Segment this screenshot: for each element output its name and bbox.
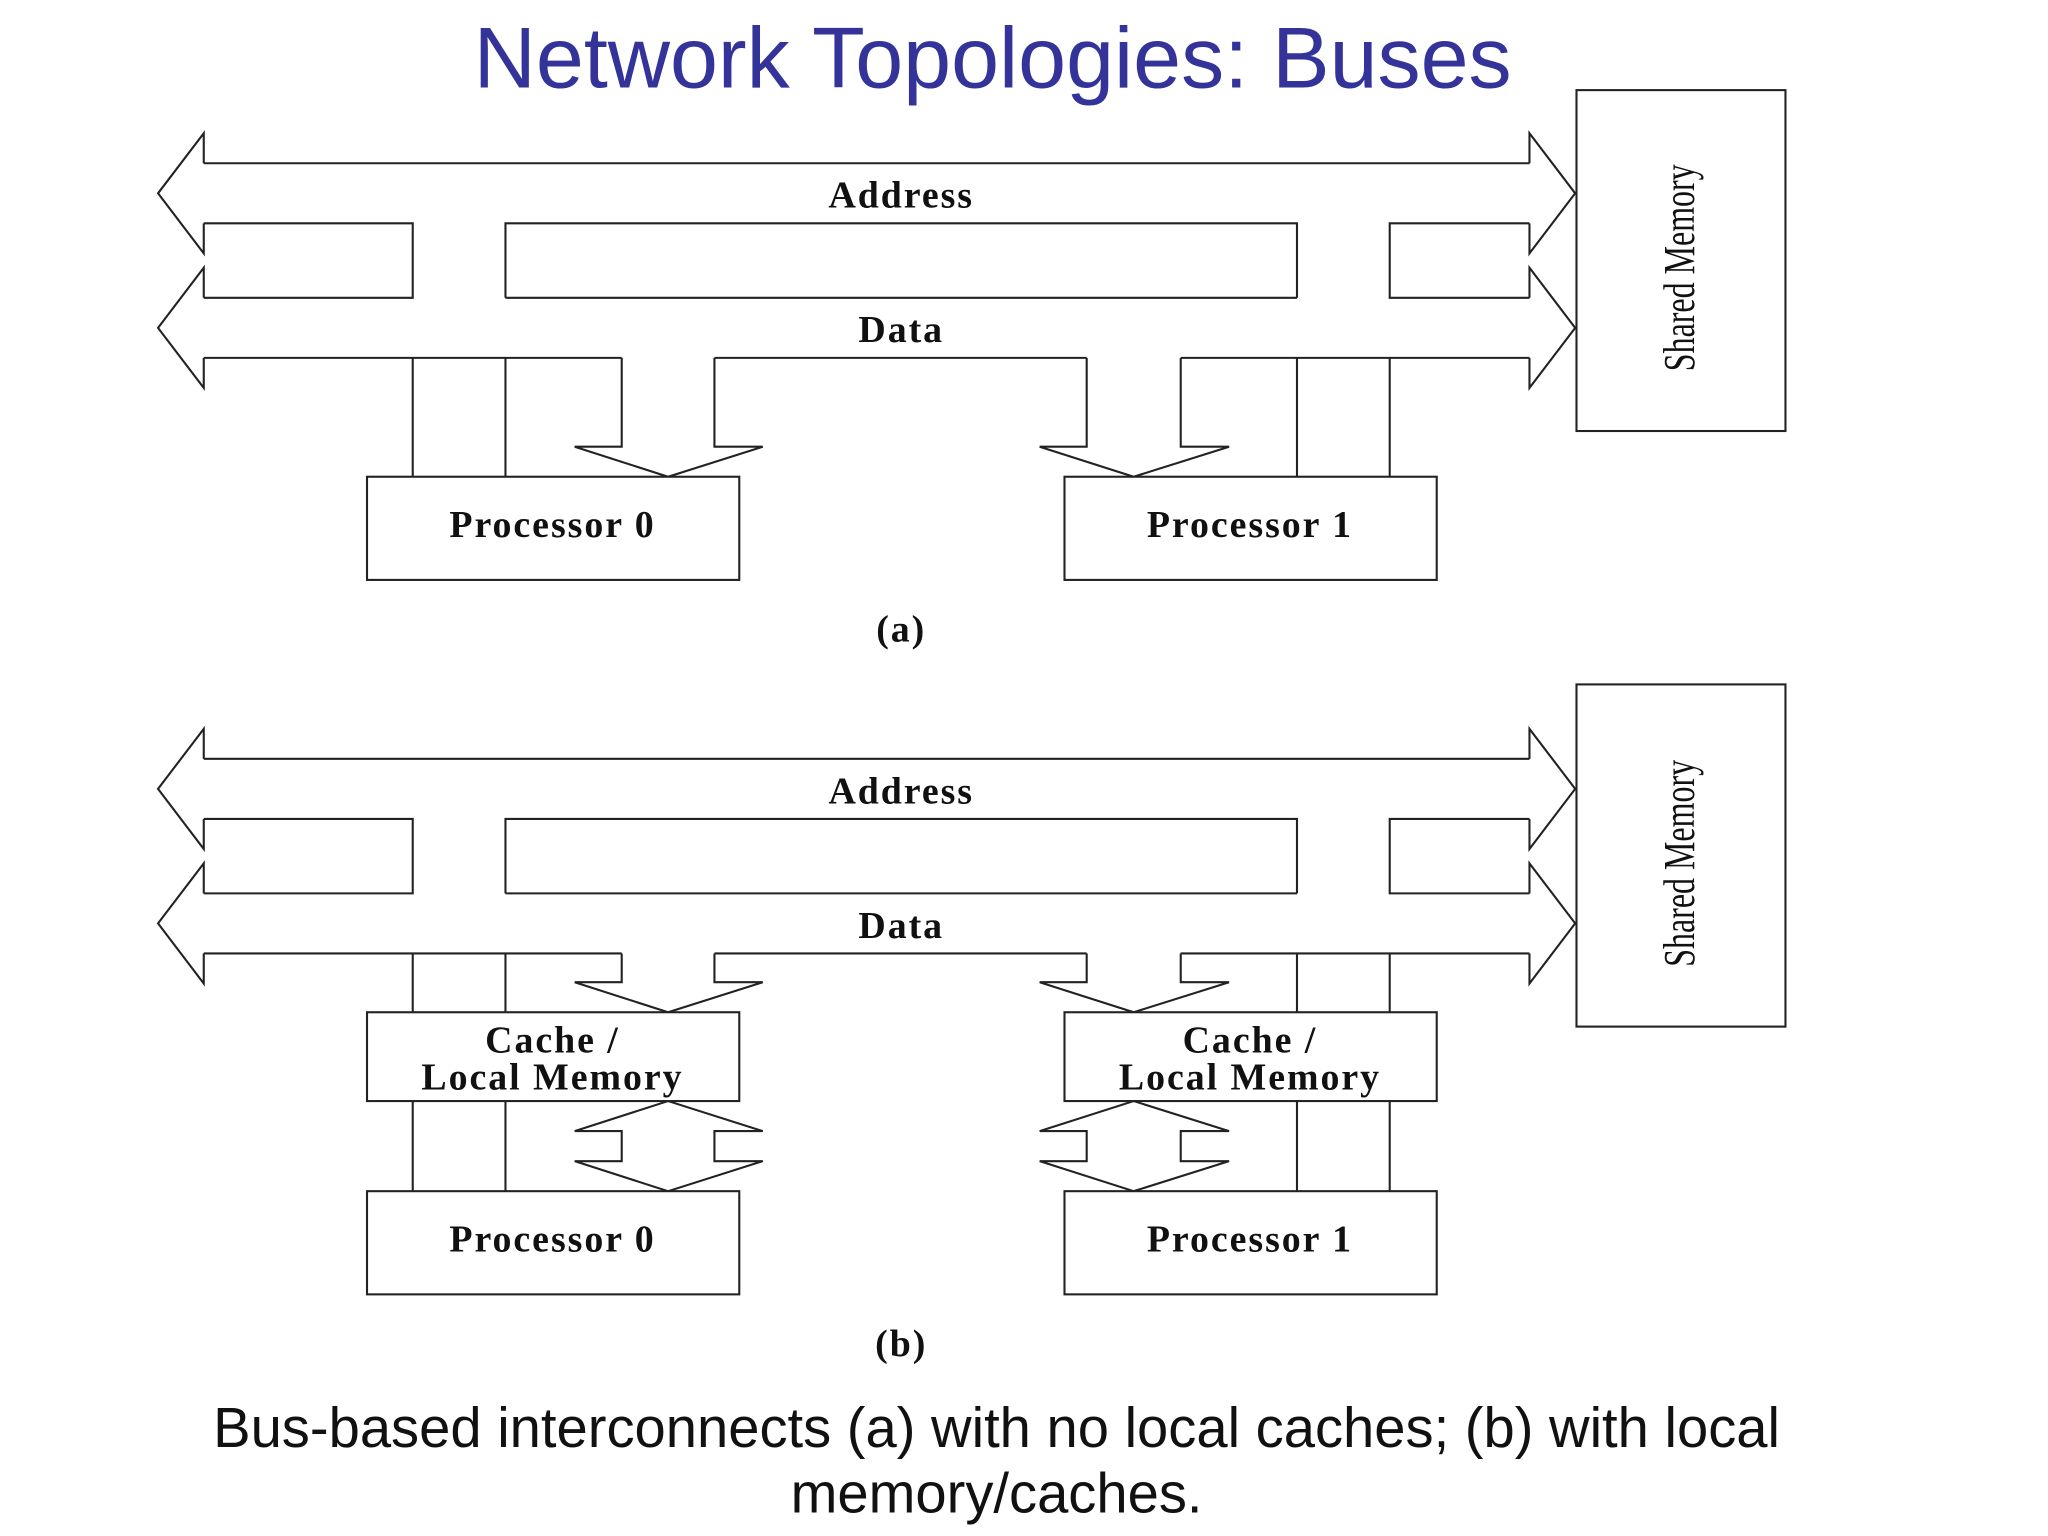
processor-1-box <box>1063 475 1438 581</box>
diagram-a-caption: (a) <box>876 608 926 650</box>
address-bus-bottom <box>504 222 1299 298</box>
slide-title: Network Topologies: Buses <box>474 11 1512 107</box>
slide-caption-line2: memory/caches. <box>791 1461 1203 1524</box>
processor-0-label: Processor 0 <box>449 504 655 546</box>
data-bus-right-arrowhead <box>1528 264 1577 392</box>
data-bus-right-arrowhead <box>1528 860 1577 987</box>
cache-1-label-line1: Cache / <box>1183 1020 1318 1062</box>
diagram-b-caption: (b) <box>875 1323 927 1365</box>
data-bus-label: Data <box>858 905 944 947</box>
data-arrow-node-1 <box>1039 953 1230 1014</box>
diagram-a-no-caches: Address Data Shared Memory Processor 0 P… <box>156 89 1787 650</box>
address-bus-bottom-right <box>1388 222 1530 299</box>
address-bus-left-arrowhead <box>156 725 205 853</box>
processor-0-box <box>365 475 741 581</box>
processor-0-box <box>365 1190 741 1296</box>
address-bus-right-arrowhead <box>1528 130 1577 257</box>
cache-processor-double-arrow-1 <box>1039 1099 1230 1193</box>
cache-1-label-line2: Local Memory <box>1119 1056 1381 1098</box>
data-arrow-node-1 <box>1039 357 1230 478</box>
address-to-data-link <box>203 817 414 895</box>
diagram-b-with-caches: Address Data Shared Memory Cache / Local… <box>156 683 1787 1365</box>
cache-0-label-line2: Local Memory <box>421 1056 683 1098</box>
slide-caption-line1: Bus-based interconnects (a) with no loca… <box>213 1396 1780 1459</box>
bus-lines <box>156 725 1577 1193</box>
address-bus-bottom <box>504 817 1299 894</box>
processor-0-label: Processor 0 <box>449 1218 655 1260</box>
address-bus-right-arrowhead <box>1528 725 1577 853</box>
processor-1-label: Processor 1 <box>1147 504 1353 546</box>
cache-0-label-line1: Cache / <box>485 1020 620 1062</box>
data-bus-label: Data <box>858 309 944 351</box>
shared-memory-label: Shared Memory <box>1656 164 1704 371</box>
address-bus-bottom-right <box>1388 817 1530 895</box>
data-arrow-node-0 <box>574 357 764 478</box>
shared-memory-box <box>1575 89 1787 433</box>
shared-memory-label: Shared Memory <box>1656 759 1704 966</box>
shared-memory-box <box>1575 683 1787 1028</box>
data-bus-left-arrowhead <box>156 860 205 987</box>
data-arrow-node-0 <box>574 953 764 1014</box>
cache-1-box <box>1063 1011 1438 1103</box>
cache-processor-double-arrow-0 <box>574 1099 764 1193</box>
processor-1-box <box>1063 1190 1438 1296</box>
address-to-data-link <box>203 222 414 299</box>
cache-0-box <box>365 1011 741 1103</box>
address-bus-left-arrowhead <box>156 130 205 257</box>
address-bus-label: Address <box>828 770 974 812</box>
address-bus-label: Address <box>828 175 974 217</box>
processor-1-label: Processor 1 <box>1147 1218 1353 1260</box>
data-bus-left-arrowhead <box>156 264 205 392</box>
